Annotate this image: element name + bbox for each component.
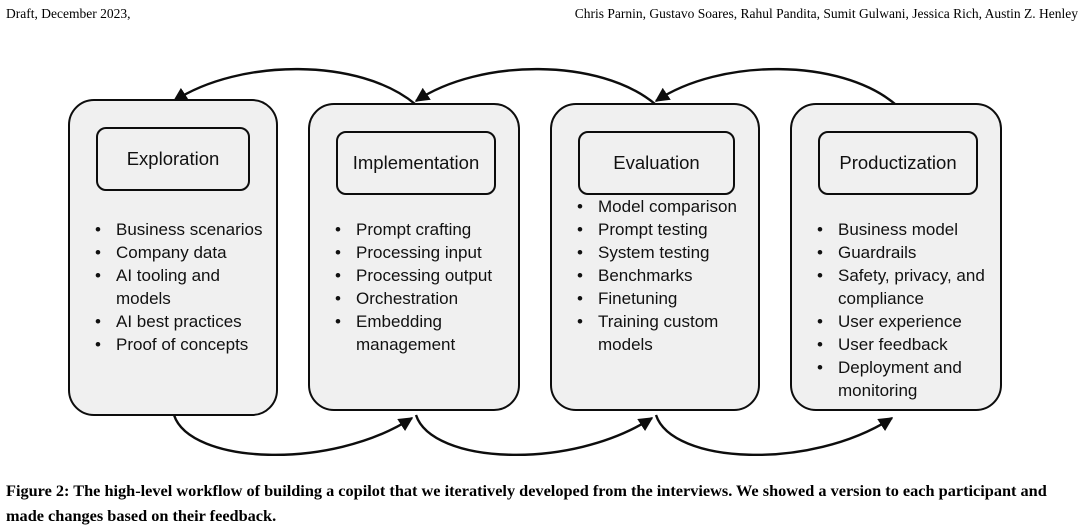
arrow-fwd-evaluation-to-productization [654,414,894,457]
list-item-label: Processing output [356,266,493,286]
figure-caption-label: Figure 2: [6,481,70,500]
bullet-icon: • [817,311,823,331]
list-item: • Finetuning [574,288,749,311]
bullet-icon: • [95,311,101,331]
stage-list-implementation: • Prompt crafting • Processing input • P… [332,219,512,357]
stage-list-evaluation: • Model comparison • Prompt testing • Sy… [574,196,749,357]
bullet-icon: • [335,266,341,286]
list-item-label: Business model [838,220,959,239]
list-item: • Embedding management [332,311,512,356]
bullet-icon: • [817,243,823,263]
list-item: • AI best practices [92,311,272,334]
list-item-label: Guardrails [838,243,917,263]
header-authors: Chris Parnin, Gustavo Soares, Rahul Pand… [574,6,1078,21]
stage-box-exploration[interactable]: Exploration • Business scenarios • Compa… [68,99,278,416]
bullet-icon: • [817,220,823,239]
list-item-label: System testing [598,243,710,263]
list-item: • Guardrails [814,242,994,265]
bullet-icon: • [577,289,583,309]
list-item-label: Deployment and monitoring [838,358,962,400]
bullet-icon: • [335,289,341,309]
bullet-icon: • [335,220,341,239]
page-header: Draft, December 2023, Chris Parnin, Gust… [0,0,1082,28]
list-item-label: User experience [838,311,962,331]
bullet-icon: • [95,243,101,263]
stage-title-implementation: Implementation [352,151,480,173]
bullet-icon: • [95,266,101,286]
arrow-fwd-implementation-to-evaluation [414,414,654,457]
list-item: • Benchmarks [574,265,749,288]
list-item: • Orchestration [332,288,512,311]
bullet-icon: • [577,197,583,216]
stage-title-productization: Productization [839,151,957,173]
arrow-bottom-group [172,414,894,457]
list-item-label: Orchestration [356,289,459,309]
stage-box-productization[interactable]: Productization • Business model • Guardr… [790,103,1002,411]
figure-workflow-diagram: Exploration • Business scenarios • Compa… [0,34,1082,474]
list-item: • Business model [814,219,994,242]
stage-list-exploration: • Business scenarios • Company data • AI… [92,219,272,357]
list-item: • System testing [574,242,749,265]
list-item: • Prompt crafting [332,219,512,242]
stage-title-box-implementation: Implementation [336,131,496,195]
list-item-label: AI best practices [116,311,242,331]
list-item-label: Processing input [356,243,482,263]
list-item: • Model comparison [574,196,749,219]
list-item: • Business scenarios [92,219,272,242]
bullet-icon: • [95,334,101,354]
arrow-back-productization-to-evaluation [654,67,896,105]
bullet-icon: • [577,220,583,240]
list-item-label: Prompt crafting [356,220,472,239]
list-item: • Deployment and monitoring [814,357,994,402]
list-item: • Prompt testing [574,219,749,242]
list-item: • User feedback [814,334,994,357]
list-item: • Safety, privacy, and compliance [814,265,994,310]
stage-title-exploration: Exploration [126,147,220,169]
list-item-label: Training custom models [598,312,719,355]
stage-title-box-exploration: Exploration [96,127,250,191]
stage-title-box-evaluation: Evaluation [578,131,735,195]
list-item: • Training custom models [574,311,749,356]
bullet-icon: • [817,334,823,354]
bullet-icon: • [335,312,341,332]
list-item: • Company data [92,242,272,265]
stage-box-implementation[interactable]: Implementation • Prompt crafting • Proce… [308,103,520,411]
bullet-icon: • [95,220,101,239]
list-item: • Processing output [332,265,512,288]
list-item-label: Business scenarios [116,220,263,239]
bullet-icon: • [577,312,583,332]
list-item-label: Model comparison [598,197,737,216]
bullet-icon: • [817,358,823,378]
arrow-top-group [172,67,896,105]
list-item: • Proof of concepts [92,334,272,357]
list-item-label: Finetuning [598,289,678,309]
list-item: • Processing input [332,242,512,265]
stage-list-productization: • Business model • Guardrails • Safety, … [814,219,994,403]
bullet-icon: • [335,243,341,263]
list-item: • AI tooling and models [92,265,272,310]
bullet-icon: • [577,243,583,263]
bullet-icon: • [817,266,823,286]
list-item-label: Company data [116,243,227,263]
figure-caption-text: The high-level workflow of building a co… [6,481,1047,525]
list-item-label: Prompt testing [598,220,708,240]
figure-caption: Figure 2: The high-level workflow of bui… [6,478,1074,528]
bullet-icon: • [577,266,583,286]
list-item-label: AI tooling and models [116,266,220,308]
stage-title-evaluation: Evaluation [613,151,700,173]
list-item-label: User feedback [838,334,948,354]
list-item-label: Safety, privacy, and compliance [838,266,985,308]
stage-title-box-productization: Productization [818,131,978,195]
list-item-label: Proof of concepts [116,334,249,354]
list-item-label: Embedding management [356,312,456,354]
stage-box-evaluation[interactable]: Evaluation • Model comparison • Prompt t… [550,103,760,411]
header-draft-date: Draft, December 2023, [6,6,131,21]
list-item-label: Benchmarks [598,266,693,286]
arrow-back-evaluation-to-implementation [414,67,656,105]
list-item: • User experience [814,311,994,334]
arrow-fwd-exploration-to-implementation [172,414,414,456]
